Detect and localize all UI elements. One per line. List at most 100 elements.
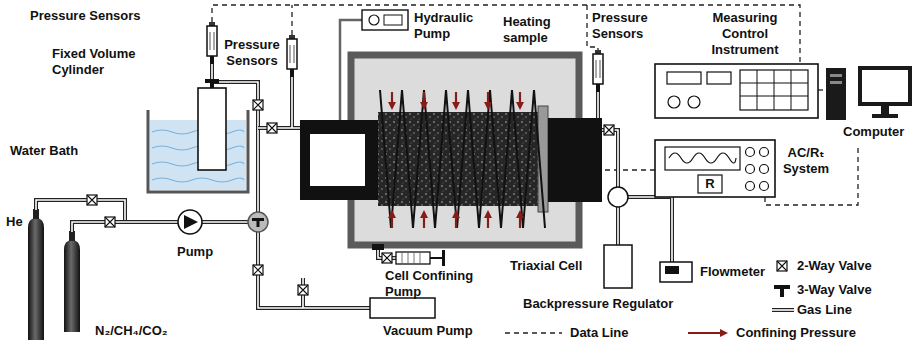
part-label: Pressure Sensors — [592, 10, 658, 42]
confining-pressure-arrow — [455, 92, 457, 108]
confining-syringe — [396, 250, 445, 266]
part-label: Water Bath — [10, 143, 78, 159]
ac-resistance-system — [746, 182, 755, 191]
confining-pressure-arrow — [455, 212, 457, 228]
gas-cylinder — [28, 218, 44, 340]
flowmeter — [665, 266, 679, 274]
triaxial-cell — [310, 134, 365, 186]
triaxial-cell — [548, 118, 602, 202]
part-label: Computer — [843, 124, 904, 140]
backpressure-regulator — [604, 187, 632, 288]
two-way-valve — [87, 100, 614, 295]
part-label: Flowmeter — [700, 264, 765, 280]
part-label: Measuring Control Instrument — [703, 10, 787, 58]
computer — [830, 74, 842, 77]
three-way-hub — [248, 212, 268, 232]
vacuum-pump — [370, 298, 435, 318]
two-way-valve — [267, 123, 277, 133]
legend-text: Data Line — [570, 325, 629, 341]
part-label: AC/Rₜ System — [780, 145, 832, 177]
confining-syringe — [396, 252, 430, 264]
data-line — [765, 144, 858, 205]
three-way-hub — [257, 221, 260, 227]
fixed-volume-cylinder — [198, 88, 226, 170]
legend-text: 3-Way Valve — [797, 282, 872, 298]
gas-line — [202, 220, 248, 224]
hydraulic-pump — [362, 10, 408, 30]
ac-resistance-system — [665, 147, 740, 170]
computer — [826, 68, 846, 120]
part-label: Heating sample — [503, 14, 565, 46]
backpressure-regulator — [608, 187, 628, 207]
legend-sample — [505, 332, 562, 333]
measuring-instrument — [740, 70, 808, 110]
confining-pressure-arrow — [423, 92, 425, 108]
gas-pump — [178, 210, 202, 234]
legend-sample — [777, 261, 787, 271]
fixed-volume-cylinder — [198, 88, 226, 170]
data-line — [602, 169, 655, 170]
confining-pressure-arrow — [487, 92, 489, 108]
heating-coil — [380, 90, 545, 228]
gas-cylinder — [64, 240, 80, 332]
confining-syringe — [442, 250, 445, 266]
ac-resistance-system — [760, 148, 769, 157]
gas-line — [72, 222, 178, 232]
part-label: Triaxial Cell — [510, 258, 582, 274]
gas-cylinder — [33, 209, 39, 219]
confining-pressure-arrow — [423, 212, 425, 228]
gas-cylinder — [69, 231, 75, 241]
two-way-valve — [298, 285, 308, 295]
confining-pressure-arrow — [392, 92, 520, 228]
ac-resistance-system — [760, 182, 769, 191]
three-way-hub — [248, 212, 268, 232]
part-label: Pressure Sensors — [30, 8, 141, 24]
part-label: Backpressure Regulator — [523, 296, 673, 312]
two-way-valve — [87, 195, 97, 205]
hydraulic-pump — [384, 15, 402, 25]
gas-line — [212, 64, 258, 212]
gas-line — [258, 77, 300, 128]
legend-sample — [772, 309, 794, 311]
gas-pump — [184, 215, 198, 229]
triaxial-cell — [372, 244, 384, 250]
confining-pressure-arrow — [391, 92, 393, 108]
computer — [830, 81, 842, 84]
computer — [826, 66, 912, 120]
part-label: Pressure Sensors — [220, 37, 284, 69]
gas-line — [596, 92, 600, 118]
triaxial-cell — [351, 55, 579, 245]
computer — [858, 66, 912, 106]
two-way-valve — [253, 100, 263, 110]
measuring-instrument — [688, 96, 700, 108]
computer — [872, 114, 898, 118]
part-label: Hydraulic Pump — [414, 10, 484, 42]
legend-sample — [774, 285, 790, 289]
confining-pressure-arrow — [391, 212, 393, 228]
legend-sample — [780, 289, 784, 297]
triaxial-cell — [300, 120, 378, 200]
three-way-valve — [205, 79, 219, 88]
measuring-instrument — [707, 72, 731, 84]
three-way-valve — [210, 83, 214, 88]
part-label: Fixed Volume Cylinder — [52, 46, 152, 78]
ac-resistance-system — [698, 175, 722, 193]
backpressure-regulator — [604, 245, 632, 288]
hydraulic-pump — [362, 10, 408, 30]
water-bath — [152, 178, 244, 182]
legend-text: Gas Line — [797, 302, 852, 318]
triaxial-cell — [300, 55, 602, 250]
data-line — [818, 89, 826, 90]
ac-resistance-system — [746, 148, 755, 157]
ac-resistance-system — [760, 165, 769, 174]
heating-coil — [380, 90, 545, 228]
gas-line — [202, 221, 248, 223]
computer — [862, 70, 908, 102]
gas-pump — [178, 210, 202, 234]
computer — [881, 106, 889, 114]
ac-resistance-system — [655, 140, 775, 197]
ac-resistance-system — [655, 140, 775, 197]
three-way-hub — [252, 218, 264, 221]
part-label: R — [698, 176, 722, 192]
